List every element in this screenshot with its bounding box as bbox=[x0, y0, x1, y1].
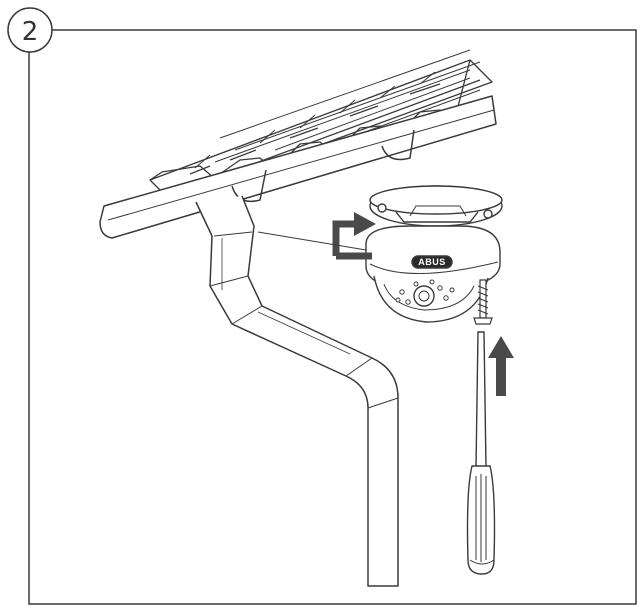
screwdriver bbox=[466, 331, 496, 575]
step-badge-circle bbox=[7, 7, 53, 53]
downpipe bbox=[195, 195, 399, 587]
mount-screw-hole-right bbox=[483, 209, 493, 219]
up-arrow-icon bbox=[488, 336, 514, 396]
step-badge: 2 bbox=[7, 7, 53, 53]
illustration-frame bbox=[28, 29, 637, 605]
mounting-screw bbox=[473, 279, 493, 325]
camera-mount-plate bbox=[369, 185, 503, 227]
brand-badge bbox=[411, 255, 453, 269]
step-number: 2 bbox=[22, 17, 39, 47]
camera-ir-leds bbox=[395, 279, 455, 305]
dome-camera: ABUS bbox=[365, 225, 501, 323]
mount-screw-hole-left bbox=[377, 203, 387, 213]
mounting-guide-line bbox=[257, 231, 367, 251]
brand-logo: ABUS bbox=[418, 257, 446, 267]
